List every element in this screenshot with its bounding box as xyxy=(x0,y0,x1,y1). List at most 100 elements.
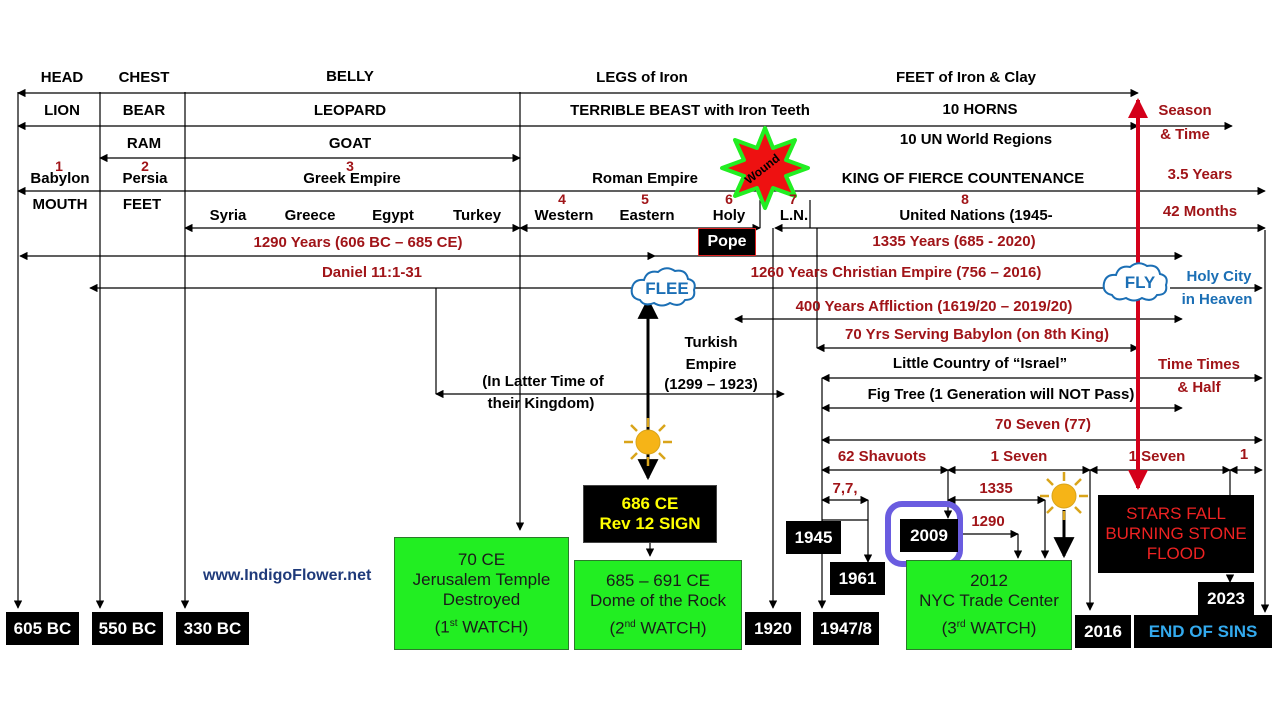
num-8: 8 xyxy=(961,191,969,207)
year-1947-box: 1947/8 xyxy=(813,612,879,645)
year-2009: 2009 xyxy=(910,525,948,545)
fly-label: FLY xyxy=(1124,273,1156,292)
label-un-regions: 10 UN World Regions xyxy=(899,131,1053,148)
label-eastern: Eastern xyxy=(619,207,675,224)
num-3: 3 xyxy=(346,158,354,174)
rev12-label: Rev 12 SIGN xyxy=(599,514,701,533)
wound-burst-icon xyxy=(720,126,810,210)
end-of-sins-box: END OF SINS xyxy=(1134,615,1272,648)
second-watch-years: 685 – 691 CE xyxy=(606,571,710,591)
label-united-nations: United Nations (1945- xyxy=(899,207,1053,224)
label-goat: GOAT xyxy=(328,135,372,152)
pope-label: Pope xyxy=(707,233,747,250)
label-turkish: Turkish xyxy=(684,334,738,351)
label-belly: BELLY xyxy=(326,68,374,85)
label-feet: FEET of Iron & Clay xyxy=(895,69,1037,86)
flee-cloud-icon xyxy=(630,267,696,307)
second-watch-label: WATCH) xyxy=(635,618,707,638)
label-western: Western xyxy=(534,207,594,224)
label-1290-short: 1290 xyxy=(971,513,1005,530)
num-6: 6 xyxy=(725,191,733,207)
third-watch-box: 2012 NYC Trade Center (3rd WATCH) xyxy=(906,560,1072,650)
label-time: & Time xyxy=(1160,126,1210,143)
third-watch-year: 2012 xyxy=(970,571,1008,591)
label-1335-short: 1335 xyxy=(979,480,1013,497)
label-fig-tree: Fig Tree (1 Generation will NOT Pass) xyxy=(867,386,1135,403)
label-feet-2: FEET xyxy=(122,196,162,213)
period-400: 400 Years Affliction (1619/20 – 2019/20) xyxy=(795,298,1073,315)
year-605bc: 605 BC xyxy=(13,618,72,638)
first-watch-label: WATCH) xyxy=(457,617,529,637)
first-watch-sup: st xyxy=(449,617,458,629)
label-head: HEAD xyxy=(40,69,84,86)
sun-icon xyxy=(624,418,672,466)
label-leopard: LEOPARD xyxy=(313,102,387,119)
year-1945-box: 1945 xyxy=(786,521,841,554)
label-empire: Empire xyxy=(685,356,737,373)
label-ram: RAM xyxy=(126,135,162,152)
label-turkish-years: (1299 – 1923) xyxy=(664,376,758,393)
stars-fall-line1: STARS FALL xyxy=(1126,504,1226,523)
first-watch-line1: Jerusalem Temple xyxy=(412,569,551,589)
stars-fall-box: STARS FALL BURNING STONE FLOOD xyxy=(1098,495,1254,573)
label-ln: L.N. xyxy=(779,207,809,224)
period-1: 1 xyxy=(1239,446,1249,463)
year-1920: 1920 xyxy=(754,618,792,638)
period-1290: 1290 Years (606 BC – 685 CE) xyxy=(253,234,463,251)
label-greece: Greece xyxy=(284,207,336,224)
stars-fall-line2: BURNING STONE xyxy=(1105,524,1247,543)
label-mouth: MOUTH xyxy=(32,196,88,213)
label-roman: Roman Empire xyxy=(592,170,698,187)
year-550bc: 550 BC xyxy=(98,618,157,638)
num-7: 7 xyxy=(789,191,797,207)
label-chest: CHEST xyxy=(118,69,170,86)
flee-label: FLEE xyxy=(645,279,689,298)
sun-icon xyxy=(1040,472,1088,520)
num-4: 4 xyxy=(558,191,566,207)
label-babylon: Babylon xyxy=(30,170,90,187)
website-link[interactable]: www.IndigoFlower.net xyxy=(203,567,372,584)
year-605bc-box: 605 BC xyxy=(6,612,79,645)
year-2016-box: 2016 xyxy=(1075,615,1131,648)
label-season: Season xyxy=(1158,102,1212,119)
label-latter-time: (In Latter Time of xyxy=(482,373,604,390)
label-legs: LEGS of Iron xyxy=(596,69,688,86)
label-israel: Little Country of “Israel” xyxy=(892,355,1068,372)
label-holy: Holy xyxy=(712,207,746,224)
label-35-years: 3.5 Years xyxy=(1167,166,1233,183)
stars-fall-line3: FLOOD xyxy=(1146,544,1206,563)
label-persia: Persia xyxy=(122,170,168,187)
third-watch-label: WATCH) xyxy=(965,618,1037,638)
label-holy-city: Holy City xyxy=(1186,268,1252,285)
label-and-half: & Half xyxy=(1177,379,1221,396)
year-550bc-box: 550 BC xyxy=(92,612,163,645)
end-of-sins-label: END OF SINS xyxy=(1148,621,1258,641)
period-1260: 1260 Years Christian Empire (756 – 2016) xyxy=(750,264,1042,281)
year-2023: 2023 xyxy=(1207,588,1245,608)
second-watch-box: 685 – 691 CE Dome of the Rock (2nd WATCH… xyxy=(574,560,742,650)
year-1945: 1945 xyxy=(794,527,833,547)
label-syria: Syria xyxy=(209,207,247,224)
second-watch-sup: nd xyxy=(624,619,636,631)
period-1-seven-a: 1 Seven xyxy=(990,448,1048,465)
year-2009-box: 2009 xyxy=(900,519,958,552)
num-1: 1 xyxy=(55,158,63,174)
label-bear: BEAR xyxy=(122,102,166,119)
year-2023-box: 2023 xyxy=(1198,582,1254,615)
first-watch-paren: (1 xyxy=(434,617,450,637)
period-1-seven-b: 1 Seven xyxy=(1128,448,1186,465)
fly-cloud-icon xyxy=(1102,262,1168,302)
first-watch-box: 70 CE Jerusalem Temple Destroyed (1st WA… xyxy=(394,537,569,650)
num-2: 2 xyxy=(141,158,149,174)
year-1961-box: 1961 xyxy=(830,562,885,595)
label-7-7: 7,7, xyxy=(832,480,858,497)
third-watch-line1: NYC Trade Center xyxy=(919,591,1059,611)
label-time-times: Time Times xyxy=(1158,356,1240,373)
label-king: KING OF FIERCE COUNTENANCE xyxy=(841,170,1085,187)
second-watch-paren: (2 xyxy=(609,618,625,638)
label-turkey: Turkey xyxy=(452,207,502,224)
label-42-months: 42 Months xyxy=(1162,203,1238,220)
year-1947-8: 1947/8 xyxy=(820,618,872,638)
